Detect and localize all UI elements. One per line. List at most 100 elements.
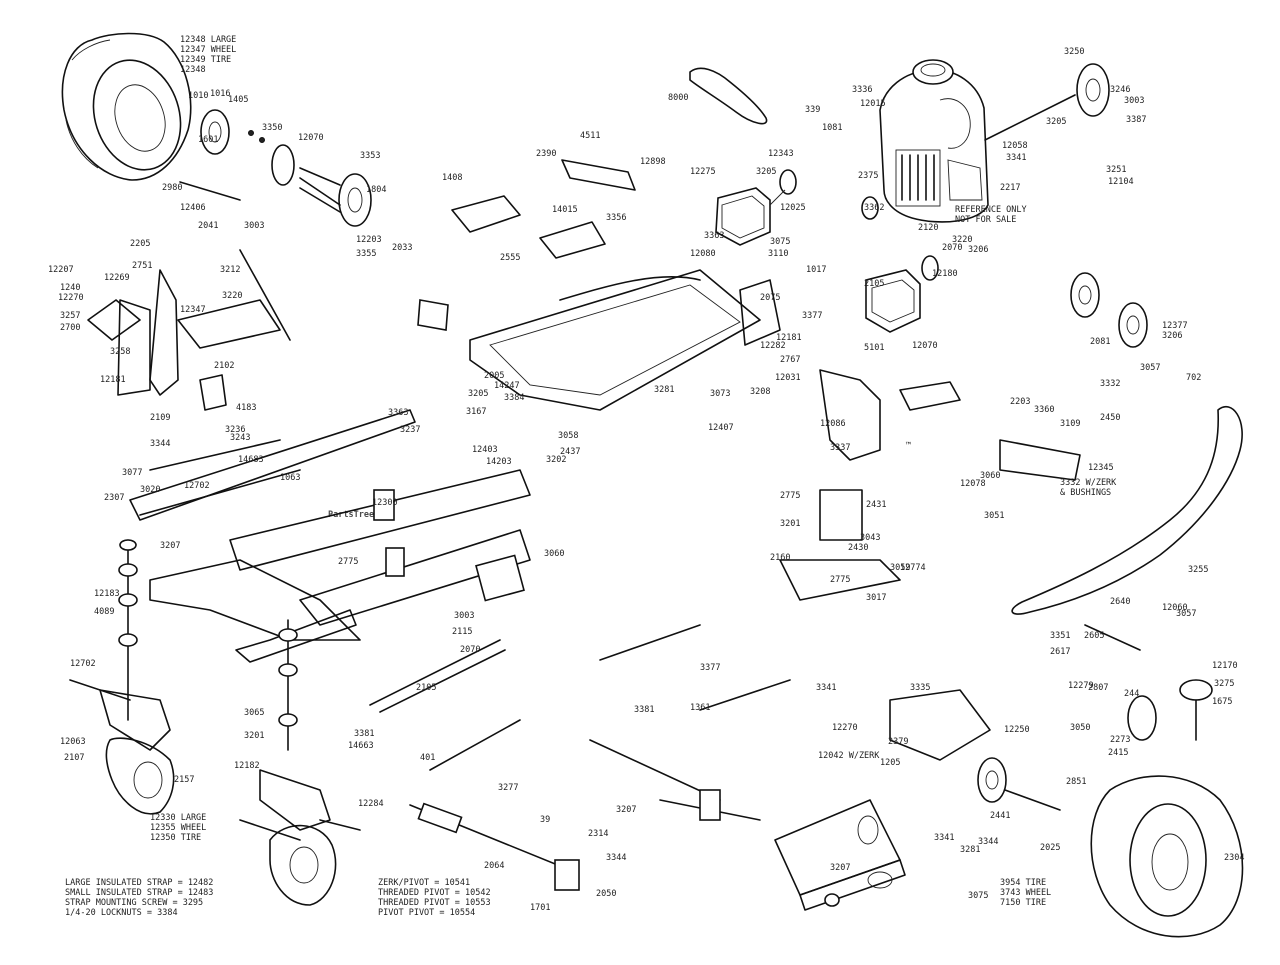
note-reference-only: REFERENCE ONLY NOT FOR SALE bbox=[955, 205, 1027, 225]
part-callout: 3206 bbox=[1162, 331, 1182, 341]
part-callout: 2390 bbox=[536, 149, 556, 159]
part-callout: 3058 bbox=[558, 431, 578, 441]
part-callout: 5101 bbox=[864, 343, 884, 353]
part-callout: 2775 bbox=[780, 491, 800, 501]
note-zerk-bushings: 3332 W/ZERK & BUSHINGS bbox=[1060, 478, 1117, 498]
svg-text:12355 WHEEL: 12355 WHEEL bbox=[150, 823, 206, 833]
part-callout: 3344 bbox=[606, 853, 626, 863]
svg-text:1/4-20 LOCKNUTS = 3384: 1/4-20 LOCKNUTS = 3384 bbox=[65, 908, 178, 918]
svg-text:NOT FOR SALE: NOT FOR SALE bbox=[955, 215, 1016, 225]
part-callout: 3341 bbox=[1006, 153, 1026, 163]
caster-left bbox=[69, 539, 175, 815]
part-callout: 3387 bbox=[1126, 115, 1146, 125]
part-callout: 2807 bbox=[1088, 683, 1108, 693]
part-callout: 3075 bbox=[968, 891, 988, 901]
belt-large bbox=[1011, 405, 1243, 615]
hub-top-left bbox=[179, 109, 372, 227]
left-linkage bbox=[87, 249, 449, 516]
part-callout: 2379 bbox=[888, 737, 908, 747]
part-callout: 12377 bbox=[1162, 321, 1188, 331]
part-callout: 12180 bbox=[932, 269, 958, 279]
part-callout: 3337 bbox=[830, 443, 850, 453]
part-callout: 14663 bbox=[348, 741, 374, 751]
part-callout: 12080 bbox=[690, 249, 716, 259]
part-callout: 3344 bbox=[150, 439, 170, 449]
part-callout: 3243 bbox=[230, 433, 250, 443]
part-callout: 2217 bbox=[1000, 183, 1020, 193]
svg-text:THREADED PIVOT = 10553: THREADED PIVOT = 10553 bbox=[378, 898, 491, 908]
part-callout: 14683 bbox=[238, 455, 264, 465]
part-callout: 2075 bbox=[760, 293, 780, 303]
part-callout: 12702 bbox=[70, 659, 96, 669]
svg-text:& BUSHINGS: & BUSHINGS bbox=[1060, 488, 1111, 498]
part-callout: 2851 bbox=[1066, 777, 1086, 787]
part-callout: 2081 bbox=[1090, 337, 1110, 347]
svg-text:REFERENCE ONLY: REFERENCE ONLY bbox=[955, 205, 1027, 215]
part-callout: 3201 bbox=[780, 519, 800, 529]
part-callout: 3043 bbox=[860, 533, 880, 543]
part-callout: 3020 bbox=[140, 485, 160, 495]
part-callout: 2640 bbox=[1110, 597, 1130, 607]
part-callout: 12407 bbox=[708, 423, 734, 433]
part-callout: 12181 bbox=[776, 333, 802, 343]
part-callout: 2767 bbox=[780, 355, 800, 365]
part-callout: 2033 bbox=[392, 243, 412, 253]
part-callout: 12182 bbox=[234, 761, 260, 771]
part-callout: 244 bbox=[1124, 689, 1139, 699]
part-callout: 3377 bbox=[802, 311, 822, 321]
part-callout: 12345 bbox=[1088, 463, 1114, 473]
part-callout: 3205 bbox=[1046, 117, 1066, 127]
right-components bbox=[779, 369, 1213, 811]
part-callout: 1205 bbox=[880, 758, 900, 768]
part-callout: 12060 bbox=[1162, 603, 1188, 613]
part-callout: 2431 bbox=[866, 500, 886, 510]
part-callout: 2307 bbox=[104, 493, 124, 503]
part-callout: 1804 bbox=[366, 185, 386, 195]
part-callout: 1063 bbox=[280, 473, 300, 483]
part-callout: 12406 bbox=[180, 203, 206, 213]
part-callout: 3202 bbox=[546, 455, 566, 465]
part-callout: 2430 bbox=[848, 543, 868, 553]
svg-text:3332 W/ZERK: 3332 W/ZERK bbox=[1060, 478, 1117, 488]
part-callout: 3381 bbox=[634, 705, 654, 715]
part-callout: 3207 bbox=[616, 805, 636, 815]
part-callout: 401 bbox=[420, 753, 435, 763]
part-callout: 2157 bbox=[174, 775, 194, 785]
part-callout: 2102 bbox=[214, 361, 234, 371]
watermark-trademark: ™ bbox=[905, 441, 911, 451]
part-callout: 3057 bbox=[1140, 363, 1160, 373]
part-callout: 12025 bbox=[780, 203, 806, 213]
part-callout: 12403 bbox=[472, 445, 498, 455]
part-callout: 2605 bbox=[1084, 631, 1104, 641]
svg-text:12330 LARGE: 12330 LARGE bbox=[150, 813, 206, 823]
part-callout: 3003 bbox=[244, 221, 264, 231]
part-callout: 12284 bbox=[358, 799, 384, 809]
part-callout: 2120 bbox=[918, 223, 938, 233]
part-callout: 12898 bbox=[640, 157, 666, 167]
part-callout: 12774 bbox=[900, 563, 926, 573]
part-callout: 1701 bbox=[530, 903, 550, 913]
watermark-brand: PartsTree bbox=[328, 510, 374, 520]
part-callout: 3060 bbox=[980, 471, 1000, 481]
wheel-bottom-right bbox=[1090, 775, 1244, 938]
part-callout: 3060 bbox=[544, 549, 564, 559]
part-callout: 12207 bbox=[48, 265, 74, 275]
part-callout: 12275 bbox=[690, 167, 716, 177]
note-wheel-bl: 12330 LARGE 12355 WHEEL 12350 TIRE bbox=[150, 813, 206, 843]
part-callout: 12282 bbox=[760, 341, 786, 351]
part-callout: 339 bbox=[805, 105, 820, 115]
part-callout: 3344 bbox=[978, 837, 998, 847]
part-callout: 3065 bbox=[244, 708, 264, 718]
part-callout: 3258 bbox=[110, 347, 130, 357]
part-callout: 3341 bbox=[816, 683, 836, 693]
part-callout: 2203 bbox=[1010, 397, 1030, 407]
part-callout: 3335 bbox=[910, 683, 930, 693]
part-callout: 3236 bbox=[225, 425, 245, 435]
deck-plate bbox=[774, 799, 906, 911]
part-callout: 12070 bbox=[298, 133, 324, 143]
part-callout: 1016 bbox=[210, 89, 230, 99]
hydro-pump-mid bbox=[865, 255, 939, 333]
part-callout: 3251 bbox=[1106, 165, 1126, 175]
